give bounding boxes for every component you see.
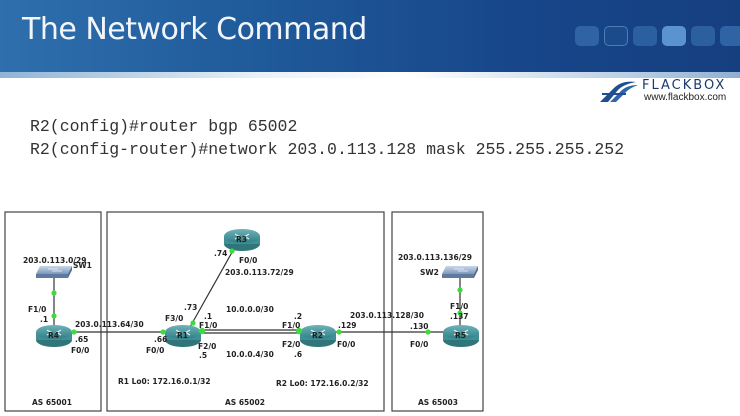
- logo-name: FLACKBOX: [642, 78, 727, 93]
- flackbox-logo-icon: [600, 81, 638, 102]
- link-r1-r3: [189, 246, 236, 328]
- network-topology-diagram: R4 R1 R3 R2 R5 SW1 SW2 203.0.113.0/29 20…: [4, 211, 484, 412]
- decorative-square: [633, 26, 657, 46]
- r1-f10-label: F1/0: [199, 321, 217, 330]
- port-dot: [425, 329, 431, 335]
- port-dot: [190, 320, 196, 326]
- router-r3-label: R3: [236, 235, 247, 244]
- r1-f30-label: F3/0: [165, 314, 183, 323]
- r2-f00-label: F0/0: [337, 340, 355, 349]
- header-divider: [0, 72, 740, 78]
- r2-f10-ip: .2: [294, 312, 302, 321]
- switch-sw2-label: SW2: [420, 268, 439, 277]
- port-dot: [160, 329, 166, 335]
- port-dot: [295, 327, 303, 335]
- subnet-r1-r2-b: 10.0.0.4/30: [226, 350, 274, 359]
- decorative-square: [604, 26, 628, 46]
- logo-url: www.flackbox.com: [644, 92, 727, 103]
- subnet-r1-r3: 203.0.113.72/29: [225, 268, 294, 277]
- switch-sw2-icon: [441, 265, 479, 279]
- switch-sw1-label: SW1: [73, 261, 92, 270]
- r1-loopback-label: R1 Lo0: 172.16.0.1/32: [118, 377, 211, 386]
- r3-f00-label: F0/0: [239, 256, 257, 265]
- r2-f10-label: F1/0: [282, 321, 300, 330]
- r5-f00-ip: .130: [410, 322, 429, 331]
- r4-f10-ip: .1: [40, 315, 48, 324]
- decorative-square: [720, 26, 740, 46]
- port-dot: [71, 329, 77, 335]
- router-r1-label: R1: [177, 331, 188, 340]
- as-65002-label: AS 65002: [225, 398, 265, 407]
- port-dot: [198, 327, 206, 335]
- r2-loopback-label: R2 Lo0: 172.16.0.2/32: [276, 379, 369, 388]
- as-65001-box: [4, 211, 102, 412]
- r1-f10-ip: .1: [204, 312, 212, 321]
- r3-f00-ip: .74: [214, 249, 227, 258]
- router-r2-label: R2: [312, 331, 323, 340]
- decorative-square: [575, 26, 599, 46]
- r4-f00-label: F0/0: [71, 346, 89, 355]
- port-dot: [457, 310, 463, 316]
- subnet-r1-r2-a: 10.0.0.0/30: [226, 305, 274, 314]
- command-line-1: R2(config)#router bgp 65002: [30, 117, 298, 136]
- port-indicators: [51, 248, 463, 335]
- subnet-sw1-lan: 203.0.113.0/29: [23, 256, 86, 265]
- switch-sw1-icon: [35, 265, 73, 279]
- as-65002-box: [106, 211, 385, 412]
- decorative-square: [691, 26, 715, 46]
- decorative-squares: [575, 26, 740, 48]
- r4-f10-label: F1/0: [28, 305, 46, 314]
- subnet-r4-r1: 203.0.113.64/30: [75, 320, 144, 329]
- slide-header: The Network Command: [0, 0, 740, 72]
- r1-f20-ip: .5: [199, 351, 207, 360]
- r2-f20-ip: .6: [294, 350, 302, 359]
- router-r5-label: R5: [455, 331, 466, 340]
- port-dot: [229, 248, 235, 254]
- r2-f20-label: F2/0: [282, 340, 300, 349]
- r5-f10-label: F1/0: [450, 302, 468, 311]
- command-line-2: R2(config-router)#network 203.0.113.128 …: [30, 140, 625, 159]
- flackbox-logo: FLACKBOX www.flackbox.com: [596, 76, 740, 106]
- port-dot: [336, 329, 342, 335]
- port-dot: [457, 287, 463, 293]
- r2-f00-ip: .129: [338, 321, 357, 330]
- subnet-r2-r5: 203.0.113.128/30: [350, 311, 424, 320]
- as-65001-label: AS 65001: [32, 398, 72, 407]
- port-dot: [51, 290, 57, 296]
- r1-f00-ip: .66: [154, 335, 167, 344]
- r5-f10-ip: .137: [450, 312, 469, 321]
- port-dot: [51, 313, 57, 319]
- slide-title: The Network Command: [22, 12, 367, 47]
- r1-f20-label: F2/0: [198, 342, 216, 351]
- r1-f00-label: F0/0: [146, 346, 164, 355]
- r4-f00-ip: .65: [75, 335, 88, 344]
- router-r4-label: R4: [48, 331, 59, 340]
- as-65003-box: [391, 211, 484, 412]
- r5-f00-label: F0/0: [410, 340, 428, 349]
- as-65003-label: AS 65003: [418, 398, 458, 407]
- r1-f30-ip: .73: [184, 303, 197, 312]
- subnet-sw2-lan: 203.0.113.136/29: [398, 253, 472, 262]
- decorative-square: [662, 26, 686, 46]
